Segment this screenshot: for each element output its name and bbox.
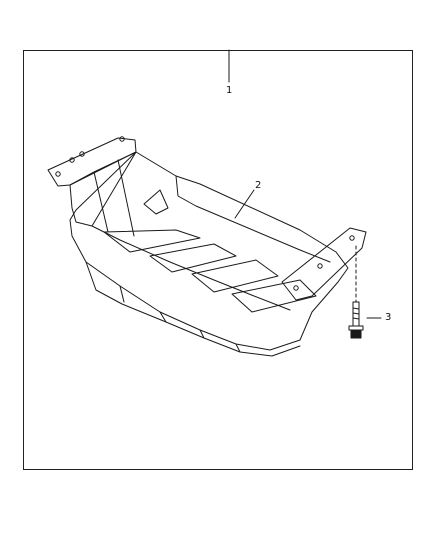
pan-outline xyxy=(69,151,349,351)
back-wall xyxy=(69,151,137,227)
left-flange-hole-1 xyxy=(55,171,61,177)
pan-inner-edge xyxy=(175,175,331,263)
leader-lines xyxy=(228,49,382,319)
cross-rib-2 xyxy=(149,243,237,273)
pan-floor-line xyxy=(91,225,291,311)
bolt-thread-3 xyxy=(352,317,360,320)
left-rib xyxy=(93,159,135,237)
front-corrugation-1 xyxy=(119,285,125,303)
front-corrugation-4 xyxy=(235,343,241,353)
front-corrugation-3 xyxy=(199,329,205,339)
left-mounting-flange xyxy=(47,137,137,187)
bolt xyxy=(348,301,364,339)
right-flange-hole-3 xyxy=(293,285,299,291)
cross-rib-4 xyxy=(231,279,317,313)
callout-label-1: 1 xyxy=(226,85,233,96)
left-flange-hole-2 xyxy=(69,157,75,163)
front-corrugation-2 xyxy=(159,311,167,323)
left-flange-hole-4 xyxy=(119,136,125,142)
front-lip xyxy=(85,261,301,357)
cross-rib-1 xyxy=(103,229,201,253)
right-flange-hole-2 xyxy=(317,263,323,269)
bolt-thread-2 xyxy=(352,312,360,315)
callout-label-3: 3 xyxy=(385,312,392,323)
right-flange-hole-1 xyxy=(349,235,355,241)
bolt-flange xyxy=(348,325,364,331)
diagram-frame xyxy=(23,50,413,470)
left-flange-hole-3 xyxy=(79,151,85,157)
cross-rib-3 xyxy=(191,259,279,293)
bolt-thread-1 xyxy=(352,307,360,310)
right-mounting-flange xyxy=(281,227,367,301)
bolt-head xyxy=(350,329,362,339)
pan-cutout xyxy=(143,189,169,215)
skid-plate xyxy=(47,136,367,357)
callout-label-2: 2 xyxy=(255,180,262,191)
